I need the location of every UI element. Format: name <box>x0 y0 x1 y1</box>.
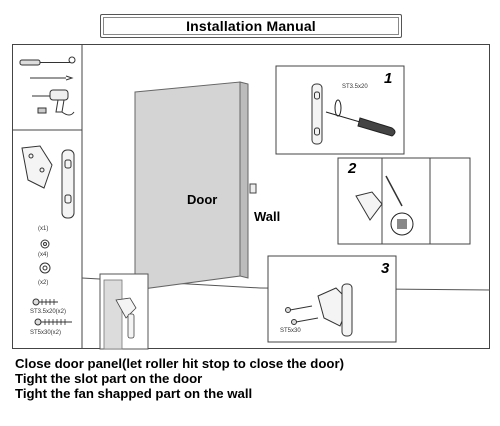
long-screw-icon <box>285 305 319 325</box>
screwdriver-icon <box>325 99 396 137</box>
instruction-line-1: Close door panel(let roller hit stop to … <box>15 356 344 371</box>
door-panel <box>134 81 241 291</box>
door-stop-parts-icon <box>21 145 75 219</box>
instruction-line-2: Tight the slot part on the door <box>15 371 203 386</box>
large-washer-icon <box>39 262 51 274</box>
step-3-screw-label: ST5x30 <box>280 328 301 334</box>
screwdriver-icon <box>19 56 76 66</box>
step-1-screw-label: ST3.5x20 <box>342 84 368 90</box>
small-washer-icon <box>40 239 50 249</box>
short-screw-label: ST3.5x20(x2) <box>30 309 67 315</box>
step-1-panel <box>275 65 405 155</box>
pencil-icon <box>30 75 74 81</box>
wall-label: Wall <box>254 209 281 224</box>
qty-large-washer-label: (x2) <box>38 280 49 286</box>
short-screw-icon <box>32 298 58 306</box>
illustration-frame <box>12 44 490 349</box>
step-3-number: 3 <box>381 260 390 277</box>
long-screw-icon <box>34 318 72 326</box>
long-screw-label: ST5x30(x2) <box>30 330 62 336</box>
manual-title: Installation Manual <box>100 14 402 38</box>
wall-stop-marker <box>249 183 257 194</box>
instruction-line-3: Tight the fan shapped part on the wall <box>15 386 253 401</box>
door-label: Door <box>187 192 218 207</box>
step-2-number: 2 <box>348 160 357 177</box>
qty-small-washer-label: (x4) <box>38 252 49 258</box>
step-1-number: 1 <box>384 70 393 87</box>
qty-plate-label: (x1) <box>38 226 49 232</box>
drill-icon <box>32 89 75 116</box>
